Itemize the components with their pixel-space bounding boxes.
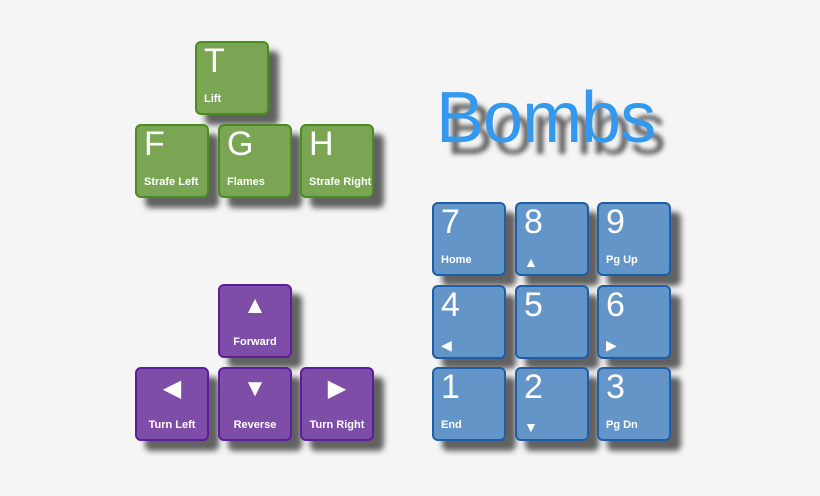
numpad-key-8[interactable]: 8 ▲ xyxy=(515,202,589,276)
numpad-key-4[interactable]: 4 ◀ xyxy=(432,285,506,359)
key-label: Lift xyxy=(204,93,222,105)
key-label: Forward xyxy=(233,336,277,348)
numpad-key-2[interactable]: 2 ▼ xyxy=(515,367,589,441)
key-letter: T xyxy=(204,42,225,80)
key-label: Strafe Left xyxy=(144,176,199,188)
key-digit: 6 xyxy=(606,286,625,324)
key-digit: 3 xyxy=(606,368,625,406)
key-digit: 2 xyxy=(524,368,543,406)
numpad-key-5[interactable]: 5 xyxy=(515,285,589,359)
left-arrow-icon: ◀ xyxy=(441,337,452,353)
key-digit: 4 xyxy=(441,286,460,324)
key-letter: G xyxy=(227,125,254,163)
key-digit: 5 xyxy=(524,286,543,324)
up-arrow-icon: ▲ xyxy=(243,292,267,319)
key-label: Strafe Right xyxy=(309,176,372,188)
key-label: Pg Up xyxy=(606,254,638,266)
down-arrow-icon: ▼ xyxy=(243,375,267,402)
key-reverse[interactable]: ▼ Reverse xyxy=(218,367,292,441)
bombs-title: Bombs xyxy=(436,78,656,158)
numpad-key-6[interactable]: 6 ▶ xyxy=(597,285,671,359)
key-label: Flames xyxy=(227,176,265,188)
key-h-strafe-right[interactable]: H Strafe Right xyxy=(300,124,374,198)
key-digit: 7 xyxy=(441,203,460,241)
key-f-strafe-left[interactable]: F Strafe Left xyxy=(135,124,209,198)
key-turn-left[interactable]: ◀ Turn Left xyxy=(135,367,209,441)
key-letter: F xyxy=(144,125,165,163)
key-label: Home xyxy=(441,254,472,266)
numpad-key-3[interactable]: 3 Pg Dn xyxy=(597,367,671,441)
key-label: Reverse xyxy=(233,419,277,431)
key-g-flames[interactable]: G Flames xyxy=(218,124,292,198)
key-label: End xyxy=(441,419,462,431)
key-letter: H xyxy=(309,125,334,163)
key-label: Pg Dn xyxy=(606,419,638,431)
numpad-key-1[interactable]: 1 End xyxy=(432,367,506,441)
key-t-lift[interactable]: T Lift xyxy=(195,41,269,115)
key-digit: 8 xyxy=(524,203,543,241)
right-arrow-icon: ▶ xyxy=(606,337,617,353)
down-arrow-icon: ▼ xyxy=(524,419,538,435)
key-digit: 9 xyxy=(606,203,625,241)
up-arrow-icon: ▲ xyxy=(524,254,538,270)
key-forward[interactable]: ▲ Forward xyxy=(218,284,292,358)
key-label: Turn Right xyxy=(309,419,365,431)
right-arrow-icon: ▶ xyxy=(327,375,347,402)
key-label: Turn Left xyxy=(148,419,196,431)
numpad-key-9[interactable]: 9 Pg Up xyxy=(597,202,671,276)
numpad-key-7[interactable]: 7 Home xyxy=(432,202,506,276)
left-arrow-icon: ◀ xyxy=(162,375,182,402)
key-turn-right[interactable]: ▶ Turn Right xyxy=(300,367,374,441)
key-digit: 1 xyxy=(441,368,460,406)
